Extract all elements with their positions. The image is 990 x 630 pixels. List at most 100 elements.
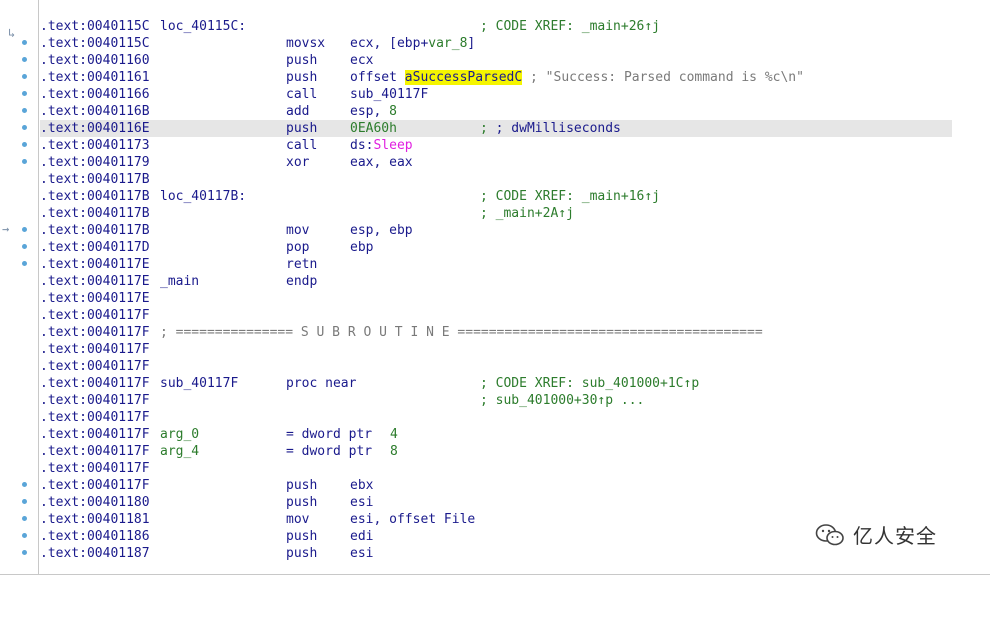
operand[interactable]: 8 bbox=[390, 444, 398, 459]
code-line[interactable]: .text:0040117F bbox=[40, 341, 990, 358]
code-line[interactable]: .text:00401180 push esi bbox=[40, 494, 990, 511]
operand[interactable]: esp, 8 bbox=[350, 104, 397, 119]
code-line[interactable]: .text:00401186 push edi bbox=[40, 528, 990, 545]
code-line[interactable]: .text:00401161 push offset aSuccessParse… bbox=[40, 69, 990, 86]
param-comment[interactable]: ; ; dwMilliseconds bbox=[480, 121, 621, 136]
function-name[interactable]: sub_40117F bbox=[160, 376, 239, 391]
operand[interactable]: 0EA60h bbox=[350, 121, 397, 136]
mnemonic[interactable]: xor bbox=[286, 155, 310, 170]
breakpoint-dot-icon[interactable] bbox=[22, 244, 27, 249]
mnemonic[interactable]: push bbox=[286, 478, 318, 493]
code-line[interactable]: .text:00401173 call ds:Sleep bbox=[40, 137, 990, 154]
operand[interactable]: ebp bbox=[350, 240, 374, 255]
breakpoint-dot-icon[interactable] bbox=[22, 91, 27, 96]
xref-comment[interactable]: ; _main+2A↑j bbox=[480, 206, 574, 221]
breakpoint-dot-icon[interactable] bbox=[22, 57, 27, 62]
argument-name[interactable]: arg_0 bbox=[160, 427, 200, 442]
operand[interactable]: esi, offset File bbox=[350, 512, 476, 527]
code-line[interactable]: .text:0040117F bbox=[40, 358, 990, 375]
breakpoint-dot-icon[interactable] bbox=[22, 550, 27, 555]
mnemonic[interactable]: movsx bbox=[286, 36, 326, 51]
breakpoint-dot-icon[interactable] bbox=[22, 261, 27, 266]
operand[interactable]: ebx bbox=[350, 478, 374, 493]
code-line[interactable]: .text:0040117B loc_40117B: ; CODE XREF: … bbox=[40, 188, 990, 205]
code-line[interactable]: .text:0040117B mov esp, ebp bbox=[40, 222, 990, 239]
breakpoint-dot-icon[interactable] bbox=[22, 482, 27, 487]
mnemonic[interactable]: mov bbox=[286, 512, 310, 527]
mnemonic[interactable]: mov bbox=[286, 223, 310, 238]
mnemonic[interactable]: retn bbox=[286, 257, 318, 272]
code-line[interactable]: .text:00401166 call sub_40117F bbox=[40, 86, 990, 103]
mnemonic[interactable]: add bbox=[286, 104, 310, 119]
code-label[interactable]: loc_40115C: bbox=[160, 19, 247, 34]
mnemonic[interactable]: push bbox=[286, 529, 318, 544]
xref-comment[interactable]: ; CODE XREF: _main+16↑j bbox=[480, 189, 661, 204]
mnemonic[interactable]: push bbox=[286, 546, 318, 561]
breakpoint-dot-icon[interactable] bbox=[22, 499, 27, 504]
mnemonic[interactable]: push bbox=[286, 495, 318, 510]
code-line[interactable]: .text:00401181 mov esi, offset File bbox=[40, 511, 990, 528]
mnemonic[interactable]: call bbox=[286, 138, 318, 153]
code-line[interactable]: .text:0040117D pop ebp bbox=[40, 239, 990, 256]
xref-comment[interactable]: ; CODE XREF: sub_401000+1C↑p bbox=[480, 376, 700, 391]
code-line[interactable]: .text:0040117F arg_0 = dword ptr 4 bbox=[40, 426, 990, 443]
operand[interactable]: eax, eax bbox=[350, 155, 413, 170]
operand[interactable]: esi bbox=[350, 495, 374, 510]
mnemonic[interactable]: push bbox=[286, 53, 318, 68]
code-line[interactable]: .text:0040117F sub_40117F proc near ; CO… bbox=[40, 375, 990, 392]
operand[interactable]: esp, ebp bbox=[350, 223, 413, 238]
operand[interactable]: ecx, [ebp+var_8] bbox=[350, 36, 476, 51]
function-name[interactable]: _main bbox=[160, 274, 200, 289]
breakpoint-dot-icon[interactable] bbox=[22, 74, 27, 79]
code-line[interactable]: .text:00401187 push esi bbox=[40, 545, 990, 562]
code-line[interactable]: .text:0040116B add esp, 8 bbox=[40, 103, 990, 120]
operand[interactable]: ds:Sleep bbox=[350, 138, 413, 153]
stack-var-ref[interactable]: var_8 bbox=[428, 36, 468, 51]
mnemonic[interactable]: push bbox=[286, 121, 318, 136]
operand[interactable]: edi bbox=[350, 529, 374, 544]
xref-comment[interactable]: ; CODE XREF: _main+26↑j bbox=[480, 19, 661, 34]
code-line[interactable]: .text:0040117E bbox=[40, 290, 990, 307]
breakpoint-dot-icon[interactable] bbox=[22, 125, 27, 130]
argument-name[interactable]: arg_4 bbox=[160, 444, 200, 459]
code-line[interactable]: .text:0040117F bbox=[40, 460, 990, 477]
mnemonic[interactable]: push bbox=[286, 70, 318, 85]
breakpoint-dot-icon[interactable] bbox=[22, 533, 27, 538]
breakpoint-dot-icon[interactable] bbox=[22, 108, 27, 113]
code-line[interactable]: .text:0040115C loc_40115C: ; CODE XREF: … bbox=[40, 18, 990, 35]
mnemonic[interactable]: call bbox=[286, 87, 318, 102]
breakpoint-dot-icon[interactable] bbox=[22, 142, 27, 147]
operand[interactable]: sub_40117F bbox=[350, 87, 429, 102]
code-line[interactable]: .text:0040117F ; =============== S U B R… bbox=[40, 324, 990, 341]
highlighted-symbol[interactable]: aSuccessParsedC bbox=[404, 70, 523, 85]
mnemonic[interactable]: endp bbox=[286, 274, 318, 289]
breakpoint-dot-icon[interactable] bbox=[22, 227, 27, 232]
operand[interactable]: esi bbox=[350, 546, 374, 561]
code-line[interactable]: .text:00401179 xor eax, eax bbox=[40, 154, 990, 171]
operand[interactable]: offset aSuccessParsedC ; "Success: Parse… bbox=[350, 70, 804, 85]
code-line[interactable]: .text:0040117F bbox=[40, 409, 990, 426]
code-line[interactable]: .text:00401160 push ecx bbox=[40, 52, 990, 69]
operand[interactable]: 4 bbox=[390, 427, 398, 442]
code-line[interactable]: .text:0040117F ; sub_401000+30↑p ... bbox=[40, 392, 990, 409]
operand[interactable]: ecx bbox=[350, 53, 374, 68]
code-line[interactable]: .text:0040117F push ebx bbox=[40, 477, 990, 494]
breakpoint-dot-icon[interactable] bbox=[22, 40, 27, 45]
mnemonic[interactable]: = dword ptr bbox=[286, 444, 373, 459]
code-line[interactable]: .text:0040117F bbox=[40, 307, 990, 324]
xref-comment[interactable]: ; sub_401000+30↑p ... bbox=[480, 393, 645, 408]
code-line[interactable]: .text:0040117E _main endp bbox=[40, 273, 990, 290]
mnemonic[interactable]: = dword ptr bbox=[286, 427, 373, 442]
breakpoint-dot-icon[interactable] bbox=[22, 159, 27, 164]
code-line[interactable]: .text:0040117F arg_4 = dword ptr 8 bbox=[40, 443, 990, 460]
code-line[interactable]: .text:0040117B bbox=[40, 171, 990, 188]
code-label[interactable]: loc_40117B: bbox=[160, 189, 247, 204]
mnemonic[interactable]: pop bbox=[286, 240, 310, 255]
import-symbol[interactable]: Sleep bbox=[373, 138, 413, 153]
code-line[interactable]: .text:0040117E retn bbox=[40, 256, 990, 273]
mnemonic[interactable]: proc near bbox=[286, 376, 357, 391]
breakpoint-dot-icon[interactable] bbox=[22, 516, 27, 521]
code-line-selected[interactable]: .text:0040116E push 0EA60h ; ; dwMillise… bbox=[40, 120, 952, 137]
code-line[interactable]: .text:0040117B ; _main+2A↑j bbox=[40, 205, 990, 222]
code-line[interactable]: .text:0040115C movsx ecx, [ebp+var_8] bbox=[40, 35, 990, 52]
